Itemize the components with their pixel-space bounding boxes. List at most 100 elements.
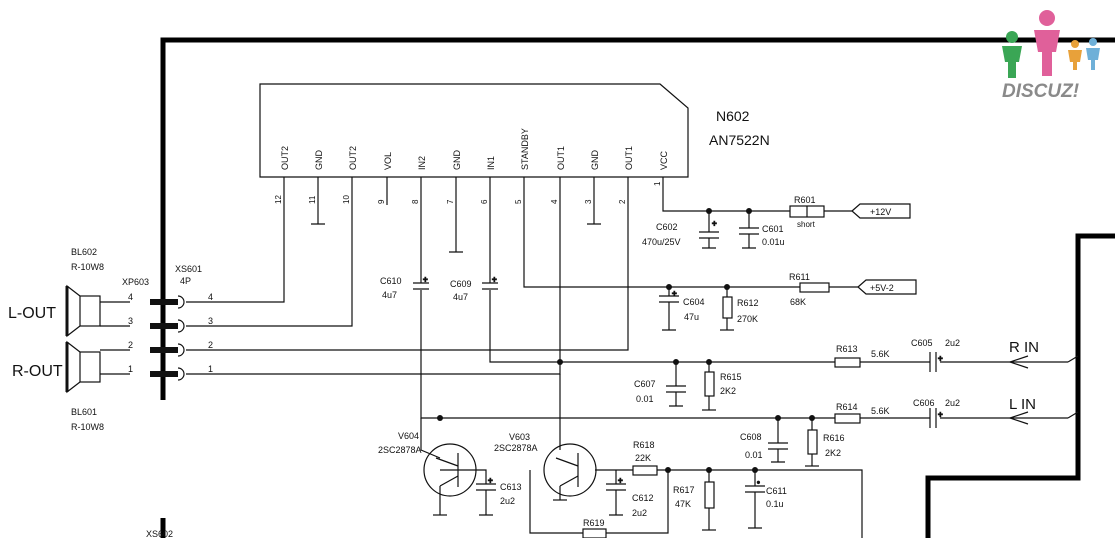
label-l-out: L-OUT [8, 305, 56, 322]
labels: BL602 R-10W8 XP603 XS601 4P L-OUT R-OUT … [8, 195, 1039, 538]
label-r615-value: 2K2 [720, 386, 736, 396]
label-c605-value: 2u2 [945, 338, 960, 348]
label-r613-value: 5.6K [871, 349, 890, 359]
net-flag-5v [857, 279, 917, 295]
capacitor-c607 [666, 385, 686, 407]
ic-pin-name: STANDBY [520, 128, 530, 170]
ic-pin-name: GND [452, 150, 462, 171]
resistor-r619 [582, 528, 607, 538]
capacitor-c605 [929, 352, 937, 372]
frame-borders [160, 37, 1115, 538]
ic-body [259, 83, 689, 178]
capacitor-c612 [606, 483, 626, 516]
ic-ref: N602 [716, 108, 750, 124]
label-c602: C602 [656, 222, 678, 232]
junctions [437, 208, 815, 473]
svg-text:+: + [712, 219, 717, 228]
label-r601: R601 [794, 195, 816, 205]
label-c609-value: 4u7 [453, 292, 468, 302]
connector-pin-labels: 4 3 2 1 4 3 2 1 [128, 292, 213, 374]
label-c608-value: 0.01 [745, 450, 763, 460]
svg-text:•: • [757, 478, 760, 487]
r-in-arrow [1008, 355, 1029, 369]
ic-pin-name: GND [590, 150, 600, 171]
label-c610-value: 4u7 [382, 290, 397, 300]
label-r618-value: 22K [635, 453, 651, 463]
ic-part: AN7522N [709, 132, 770, 148]
svg-text:+: + [488, 476, 493, 485]
ic-pin-number: 10 [342, 195, 351, 204]
label-c601-value: 0.01u [762, 237, 785, 247]
resistor-r611 [799, 282, 830, 293]
ic-pin-number: 11 [308, 195, 317, 204]
label-c607: C607 [634, 379, 656, 389]
label-c609: C609 [450, 279, 472, 289]
ic-pin-name: OUT1 [556, 146, 566, 170]
transistor-v603 [543, 443, 597, 497]
label-r612-value: 270K [737, 314, 758, 324]
ic-pins: OUT212GND11OUT210VOL9IN28GND7IN16STANDBY… [274, 128, 669, 204]
label-r612: R612 [737, 298, 759, 308]
label-xs601-pins: 4P [180, 276, 191, 286]
label-xs602: XS602 [146, 529, 173, 538]
ic-pin-number: 9 [377, 199, 386, 204]
capacitor-c608 [768, 442, 788, 463]
right-pin-1: 1 [208, 364, 213, 374]
resistors [582, 205, 861, 538]
label-r601-value: short [797, 220, 816, 229]
resistor-r613 [834, 357, 861, 368]
ic-pin-number: 12 [274, 195, 283, 204]
label-c613: C613 [500, 482, 522, 492]
resistor-r615 [704, 371, 715, 397]
resistor-r617 [704, 481, 715, 509]
ic-pin-name: OUT1 [624, 146, 634, 170]
ic-pin-number: 4 [550, 199, 559, 204]
capacitor-c613 [476, 483, 496, 516]
label-c601: C601 [762, 224, 784, 234]
resistor-r618 [632, 465, 658, 476]
label-r614-value: 5.6K [871, 406, 890, 416]
resistor-r612 [722, 296, 733, 319]
resistor-r616 [807, 429, 818, 455]
transistor-v604 [423, 443, 477, 497]
left-pin-1: 1 [128, 364, 133, 374]
capacitors: + + + + + + + + • [413, 218, 944, 531]
discuz-logo: DISCUZ! [1002, 10, 1100, 102]
label-r618: R618 [633, 440, 655, 450]
ic-pin-name: IN2 [417, 156, 427, 170]
discuz-logo-text: DISCUZ! [1002, 81, 1079, 102]
ic-pin-number: 7 [446, 199, 455, 204]
ic-pin-name: VOL [383, 152, 393, 170]
svg-text:+: + [492, 275, 497, 284]
ic-pin-number: 2 [618, 199, 627, 204]
ic-pin-name: GND [314, 150, 324, 171]
speaker-bl601 [65, 340, 130, 394]
ic-pin-number: 1 [653, 181, 662, 186]
label-5v: +5V-2 [870, 283, 894, 293]
gnd-pin11 [311, 195, 325, 225]
wiring [186, 195, 1068, 538]
capacitor-c601 [739, 227, 759, 249]
gnd-pin7 [449, 195, 463, 253]
ic-pin-name: VCC [659, 150, 669, 170]
right-pin-2: 2 [208, 340, 213, 350]
label-xp603: XP603 [122, 277, 149, 287]
label-r616: R616 [823, 433, 845, 443]
label-c607-value: 0.01 [636, 394, 654, 404]
label-c602-value: 470u/25V [642, 237, 681, 247]
capacitor-c610 [413, 282, 429, 290]
label-r619: R619 [583, 518, 605, 528]
label-c604-value: 47u [684, 312, 699, 322]
label-12v: +12V [870, 207, 891, 217]
label-r614: R614 [836, 402, 858, 412]
ic-pin-number: 5 [514, 199, 523, 204]
ic-pin-number: 3 [584, 199, 593, 204]
ic-pin-name: OUT2 [280, 146, 290, 170]
label-c611: C611 [766, 486, 787, 496]
label-r611-value: 68K [790, 297, 806, 307]
svg-text:+: + [938, 354, 943, 363]
label-bl601: BL601 [71, 407, 97, 417]
capacitor-c611 [745, 485, 765, 529]
label-v604: V604 [398, 431, 419, 441]
